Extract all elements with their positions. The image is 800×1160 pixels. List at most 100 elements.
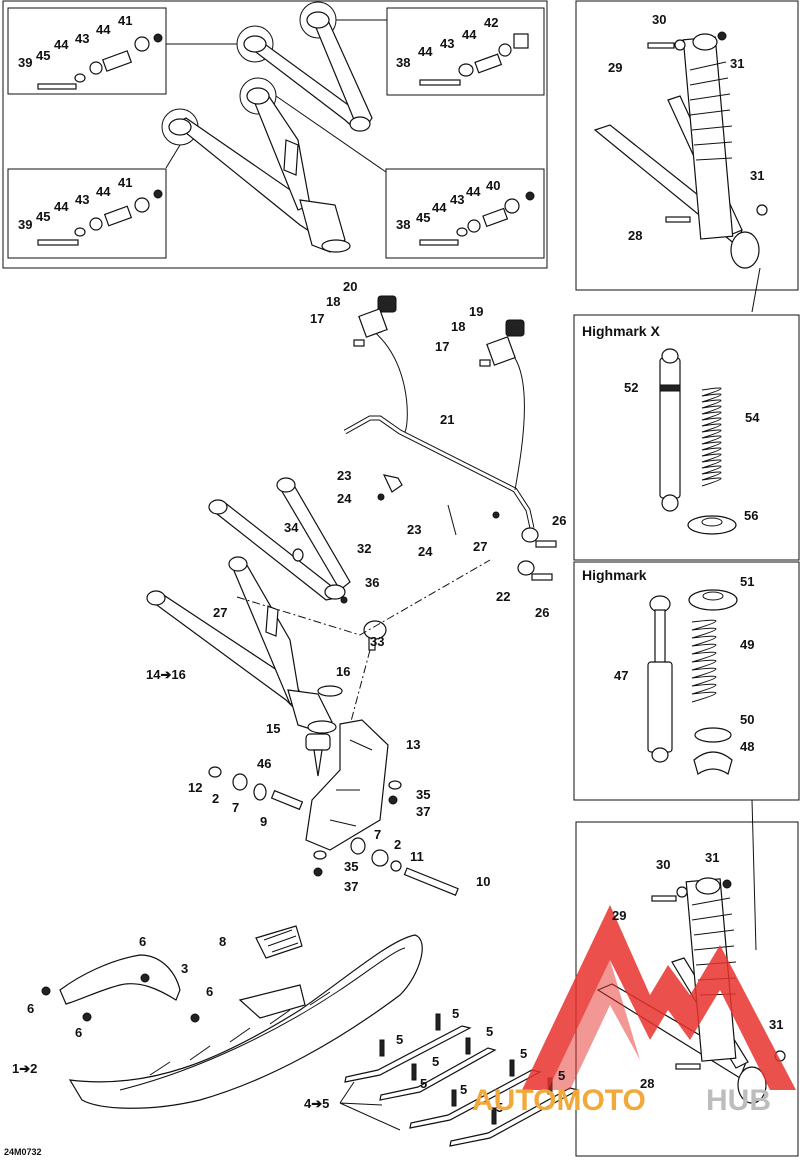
spindle-assembly (208, 719, 459, 896)
callout-44: 44 (462, 27, 477, 42)
inset-hardware-bottom-right (419, 191, 535, 246)
callout-23: 23 (407, 522, 421, 537)
callout-2: 2 (212, 791, 219, 806)
callout-37: 37 (344, 879, 358, 894)
callout-54: 54 (745, 410, 760, 425)
callout-56: 56 (744, 508, 758, 523)
callout-41: 41 (118, 13, 132, 28)
callout-39: 39 (18, 217, 32, 232)
callout-42: 42 (484, 15, 498, 30)
callout-32: 32 (357, 541, 371, 556)
callout-29: 29 (608, 60, 622, 75)
callout-29: 29 (612, 908, 626, 923)
callout-38: 38 (396, 217, 410, 232)
callout-41: 41 (118, 175, 132, 190)
callout-10: 10 (476, 874, 490, 889)
callout-35: 35 (416, 787, 430, 802)
callout-5: 5 (496, 1100, 503, 1115)
a-arm-detail-panel (2, 0, 548, 269)
callout-46: 46 (257, 756, 271, 771)
highmark-x-panel (573, 314, 800, 561)
callout-5: 5 (420, 1076, 427, 1091)
callout-44: 44 (466, 184, 481, 199)
callout-6: 6 (75, 1025, 82, 1040)
callout-45: 45 (36, 209, 50, 224)
callout-49: 49 (740, 637, 754, 652)
callout-40: 40 (486, 178, 500, 193)
callout-37: 37 (416, 804, 430, 819)
callout-17: 17 (435, 339, 449, 354)
callout-27: 27 (473, 539, 487, 554)
callout-35: 35 (344, 859, 358, 874)
front-suspension-arms (146, 477, 387, 734)
callout-30: 30 (652, 12, 666, 27)
shock-illustration-top (593, 31, 768, 313)
callout-9: 9 (260, 814, 267, 829)
hardware-inset-top-right (386, 7, 545, 96)
callout-28: 28 (640, 1076, 654, 1091)
callout-16: 16 (336, 664, 350, 679)
callout-27: 27 (213, 605, 227, 620)
callout-44: 44 (432, 200, 447, 215)
inset-hardware-top-left (37, 33, 163, 90)
shock-detail-panel-top (575, 0, 799, 291)
diagram-code: 24M0732 (4, 1147, 42, 1157)
callout-13: 13 (406, 737, 420, 752)
hardware-inset-top-left (7, 7, 167, 95)
callout-47: 47 (614, 668, 628, 683)
callout-21: 21 (440, 412, 454, 427)
callout-6: 6 (139, 934, 146, 949)
assembly-leader-line-upper (236, 559, 491, 636)
callout-20: 20 (343, 279, 357, 294)
callout-5: 5 (558, 1068, 565, 1083)
callout-33: 33 (370, 634, 384, 649)
highmark-x-title: Highmark X (582, 323, 660, 339)
callout-26: 26 (552, 513, 566, 528)
callout-31: 31 (750, 168, 764, 183)
callout-30: 30 (656, 857, 670, 872)
callout-22: 22 (496, 589, 510, 604)
highmark-shock-parts (647, 589, 738, 775)
inset-hardware-top-right (419, 33, 529, 86)
sway-bar-assembly (343, 295, 557, 581)
callout-48: 48 (740, 739, 754, 754)
callout-17: 17 (310, 311, 324, 326)
callout-24: 24 (337, 491, 352, 506)
callout-44: 44 (96, 22, 111, 37)
callout-18: 18 (451, 319, 465, 334)
callout-45: 45 (416, 210, 430, 225)
callout-18: 18 (326, 294, 340, 309)
hardware-inset-bottom-right (385, 168, 545, 259)
callout-43: 43 (75, 192, 89, 207)
callout-44: 44 (54, 37, 69, 52)
callout-7: 7 (232, 800, 239, 815)
callout-5: 5 (396, 1032, 403, 1047)
highmark-title: Highmark (582, 567, 647, 583)
callout-5: 5 (486, 1024, 493, 1039)
watermark-brand-right: HUB (706, 1084, 771, 1117)
callout-2: 2 (394, 837, 401, 852)
callout-44: 44 (418, 44, 433, 59)
inset-hardware-bottom-left (37, 189, 163, 246)
callout-43: 43 (75, 31, 89, 46)
highmark-x-shock-parts (659, 348, 737, 535)
callout-43: 43 (440, 36, 454, 51)
callout-38: 38 (396, 55, 410, 70)
highmark-panel (573, 561, 800, 801)
automotohub-logo-mark (522, 905, 796, 1090)
callout-23: 23 (337, 468, 351, 483)
callout-31: 31 (705, 850, 719, 865)
callout-44: 44 (96, 184, 111, 199)
callout-24: 24 (418, 544, 433, 559)
callout-14-to-16: 14➔16 (146, 667, 186, 682)
callout-43: 43 (450, 192, 464, 207)
hardware-inset-bottom-left (7, 168, 167, 259)
callout-11: 11 (410, 849, 424, 864)
callout-12: 12 (188, 780, 202, 795)
callout-39: 39 (18, 55, 32, 70)
callout-8: 8 (219, 934, 226, 949)
callout-6: 6 (27, 1001, 34, 1016)
callout-1-to-2: 1➔2 (12, 1061, 37, 1076)
callout-5: 5 (520, 1046, 527, 1061)
callout-34: 34 (284, 520, 299, 535)
